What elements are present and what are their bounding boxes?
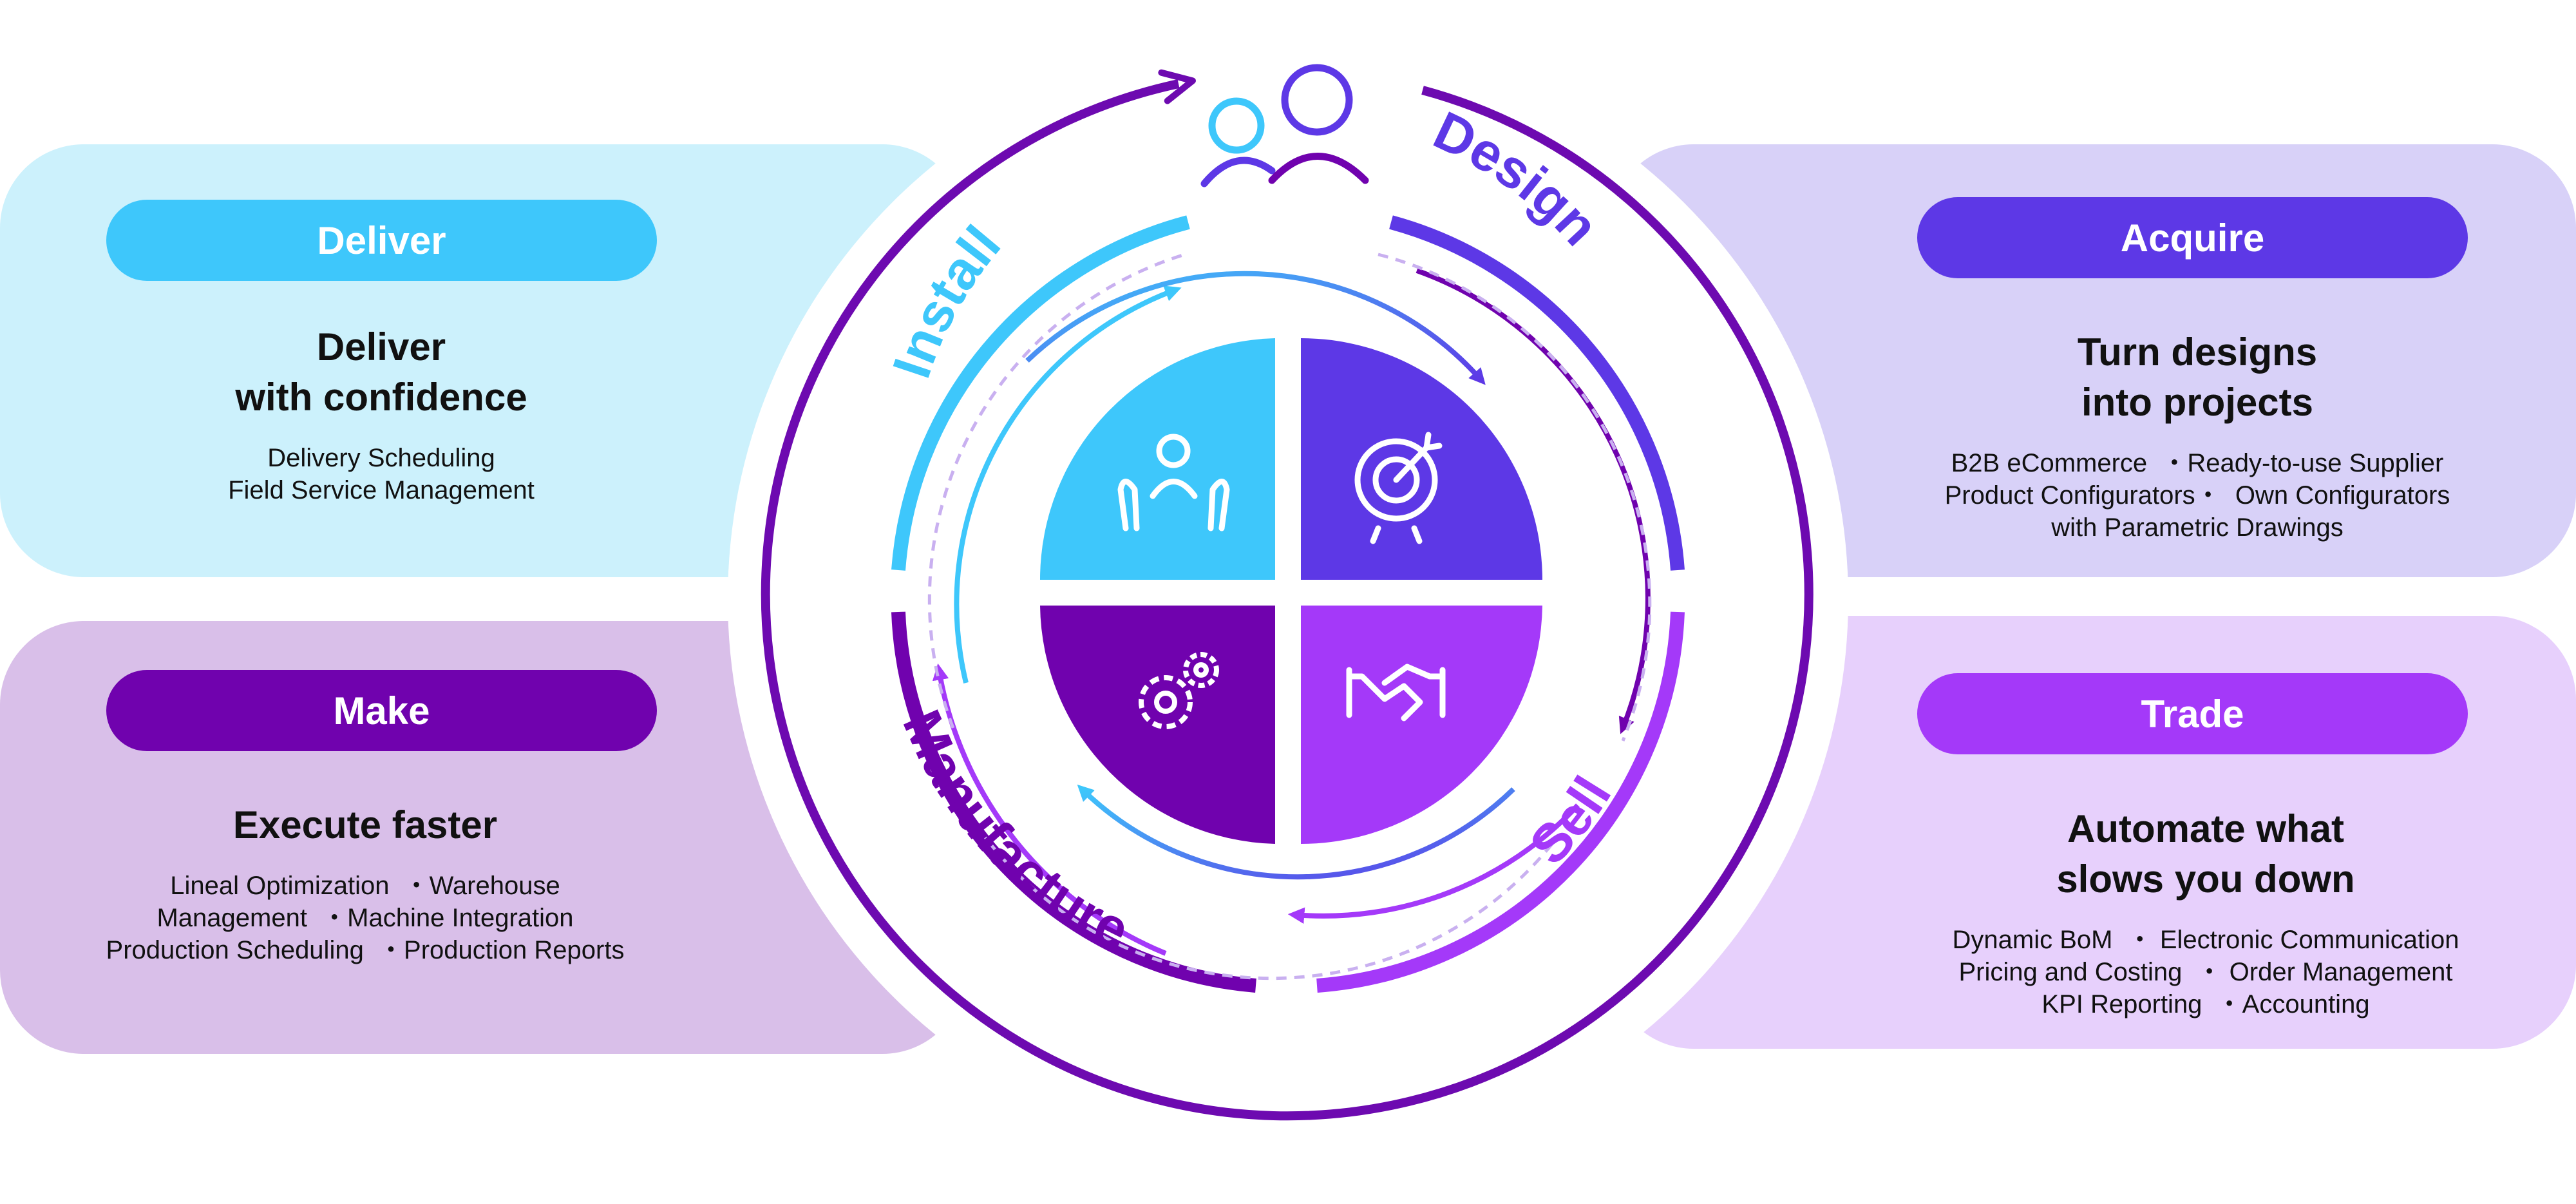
make-features: Lineal Optimization ・Warehouse Managemen… [43,870,687,966]
acquire-headline-line: into projects [2081,381,2314,424]
feature-item: Production Scheduling ・Production Report… [106,936,625,964]
deliver-pill: Deliver [106,200,657,281]
sell-arc [1316,611,1685,993]
acquire-pill-label: Acquire [2120,216,2265,260]
dashed-guide [927,253,1186,729]
quadrant-trade [1301,606,1542,844]
outer-cycle-ring [761,69,1814,1121]
feature-item: Pricing and Costing ・ Order Management [1958,958,2453,986]
gears-icon [1139,652,1219,729]
dashed-guide [1378,253,1652,741]
make-pill: Make [106,670,657,751]
flow-arrow [1025,271,1486,385]
feature-item: Field Service Management [228,476,535,504]
deliver-headline: Deliver with confidence [59,322,703,423]
handshake-icon [1346,664,1446,721]
make-headline: Execute faster [43,800,687,850]
feature-item: Management ・Machine Integration [156,904,574,932]
design-arc [1389,215,1685,571]
quadrant-deliver [1040,338,1275,580]
flow-arrow [1077,784,1515,880]
make-pill-label: Make [333,689,430,732]
acquire-headline: Turn designs into projects [1875,327,2519,428]
trade-headline-line: Automate what [2067,807,2345,850]
make-content: Execute faster Lineal Optimization ・Ware… [43,800,687,966]
feature-item: Product Configurators・ Own Configurators [1944,481,2450,510]
deliver-headline-line: with confidence [235,376,527,419]
trade-headline: Automate what slows you down [1884,804,2528,904]
dashed-guide [984,836,1553,980]
deliver-headline-line: Deliver [316,325,446,368]
flow-arrow [1416,268,1651,734]
wheel-background [728,39,1848,1160]
flow-arrow [954,285,1182,683]
trade-features: Dynamic BoM ・ Electronic Communication P… [1884,924,2528,1020]
trade-content: Automate what slows you down Dynamic BoM… [1884,804,2528,1020]
feature-item: Lineal Optimization ・Warehouse [170,872,560,900]
target-icon [1354,432,1443,544]
acquire-headline-line: Turn designs [2077,330,2318,374]
deliver-content: Deliver with confidence Delivery Schedul… [59,322,703,506]
feature-item: Delivery Scheduling [267,444,495,472]
feature-item: KPI Reporting ・Accounting [2041,990,2370,1018]
feature-item: Dynamic BoM ・ Electronic Communication [1952,926,2459,954]
deliver-features: Delivery Scheduling Field Service Manage… [59,442,703,506]
acquire-content: Turn designs into projects B2B eCommerce… [1875,327,2519,544]
acquire-pill: Acquire [1917,197,2468,278]
trade-pill-label: Trade [2141,692,2244,736]
people-icon [1200,64,1369,187]
care-hands-icon [1117,434,1230,531]
feature-item: with Parametric Drawings [2051,513,2344,542]
install-arc [891,215,1190,571]
feature-item: B2B eCommerce ・Ready-to-use Supplier [1951,449,2444,477]
manufacture-arc [891,611,1256,993]
make-headline-line: Execute faster [232,803,498,846]
quadrant-acquire [1301,338,1542,580]
flow-arrow [1287,803,1580,924]
acquire-features: B2B eCommerce ・Ready-to-use Supplier Pro… [1875,447,2519,544]
deliver-pill-label: Deliver [317,218,446,262]
trade-headline-line: slows you down [2056,857,2355,901]
trade-pill: Trade [1917,673,2468,754]
